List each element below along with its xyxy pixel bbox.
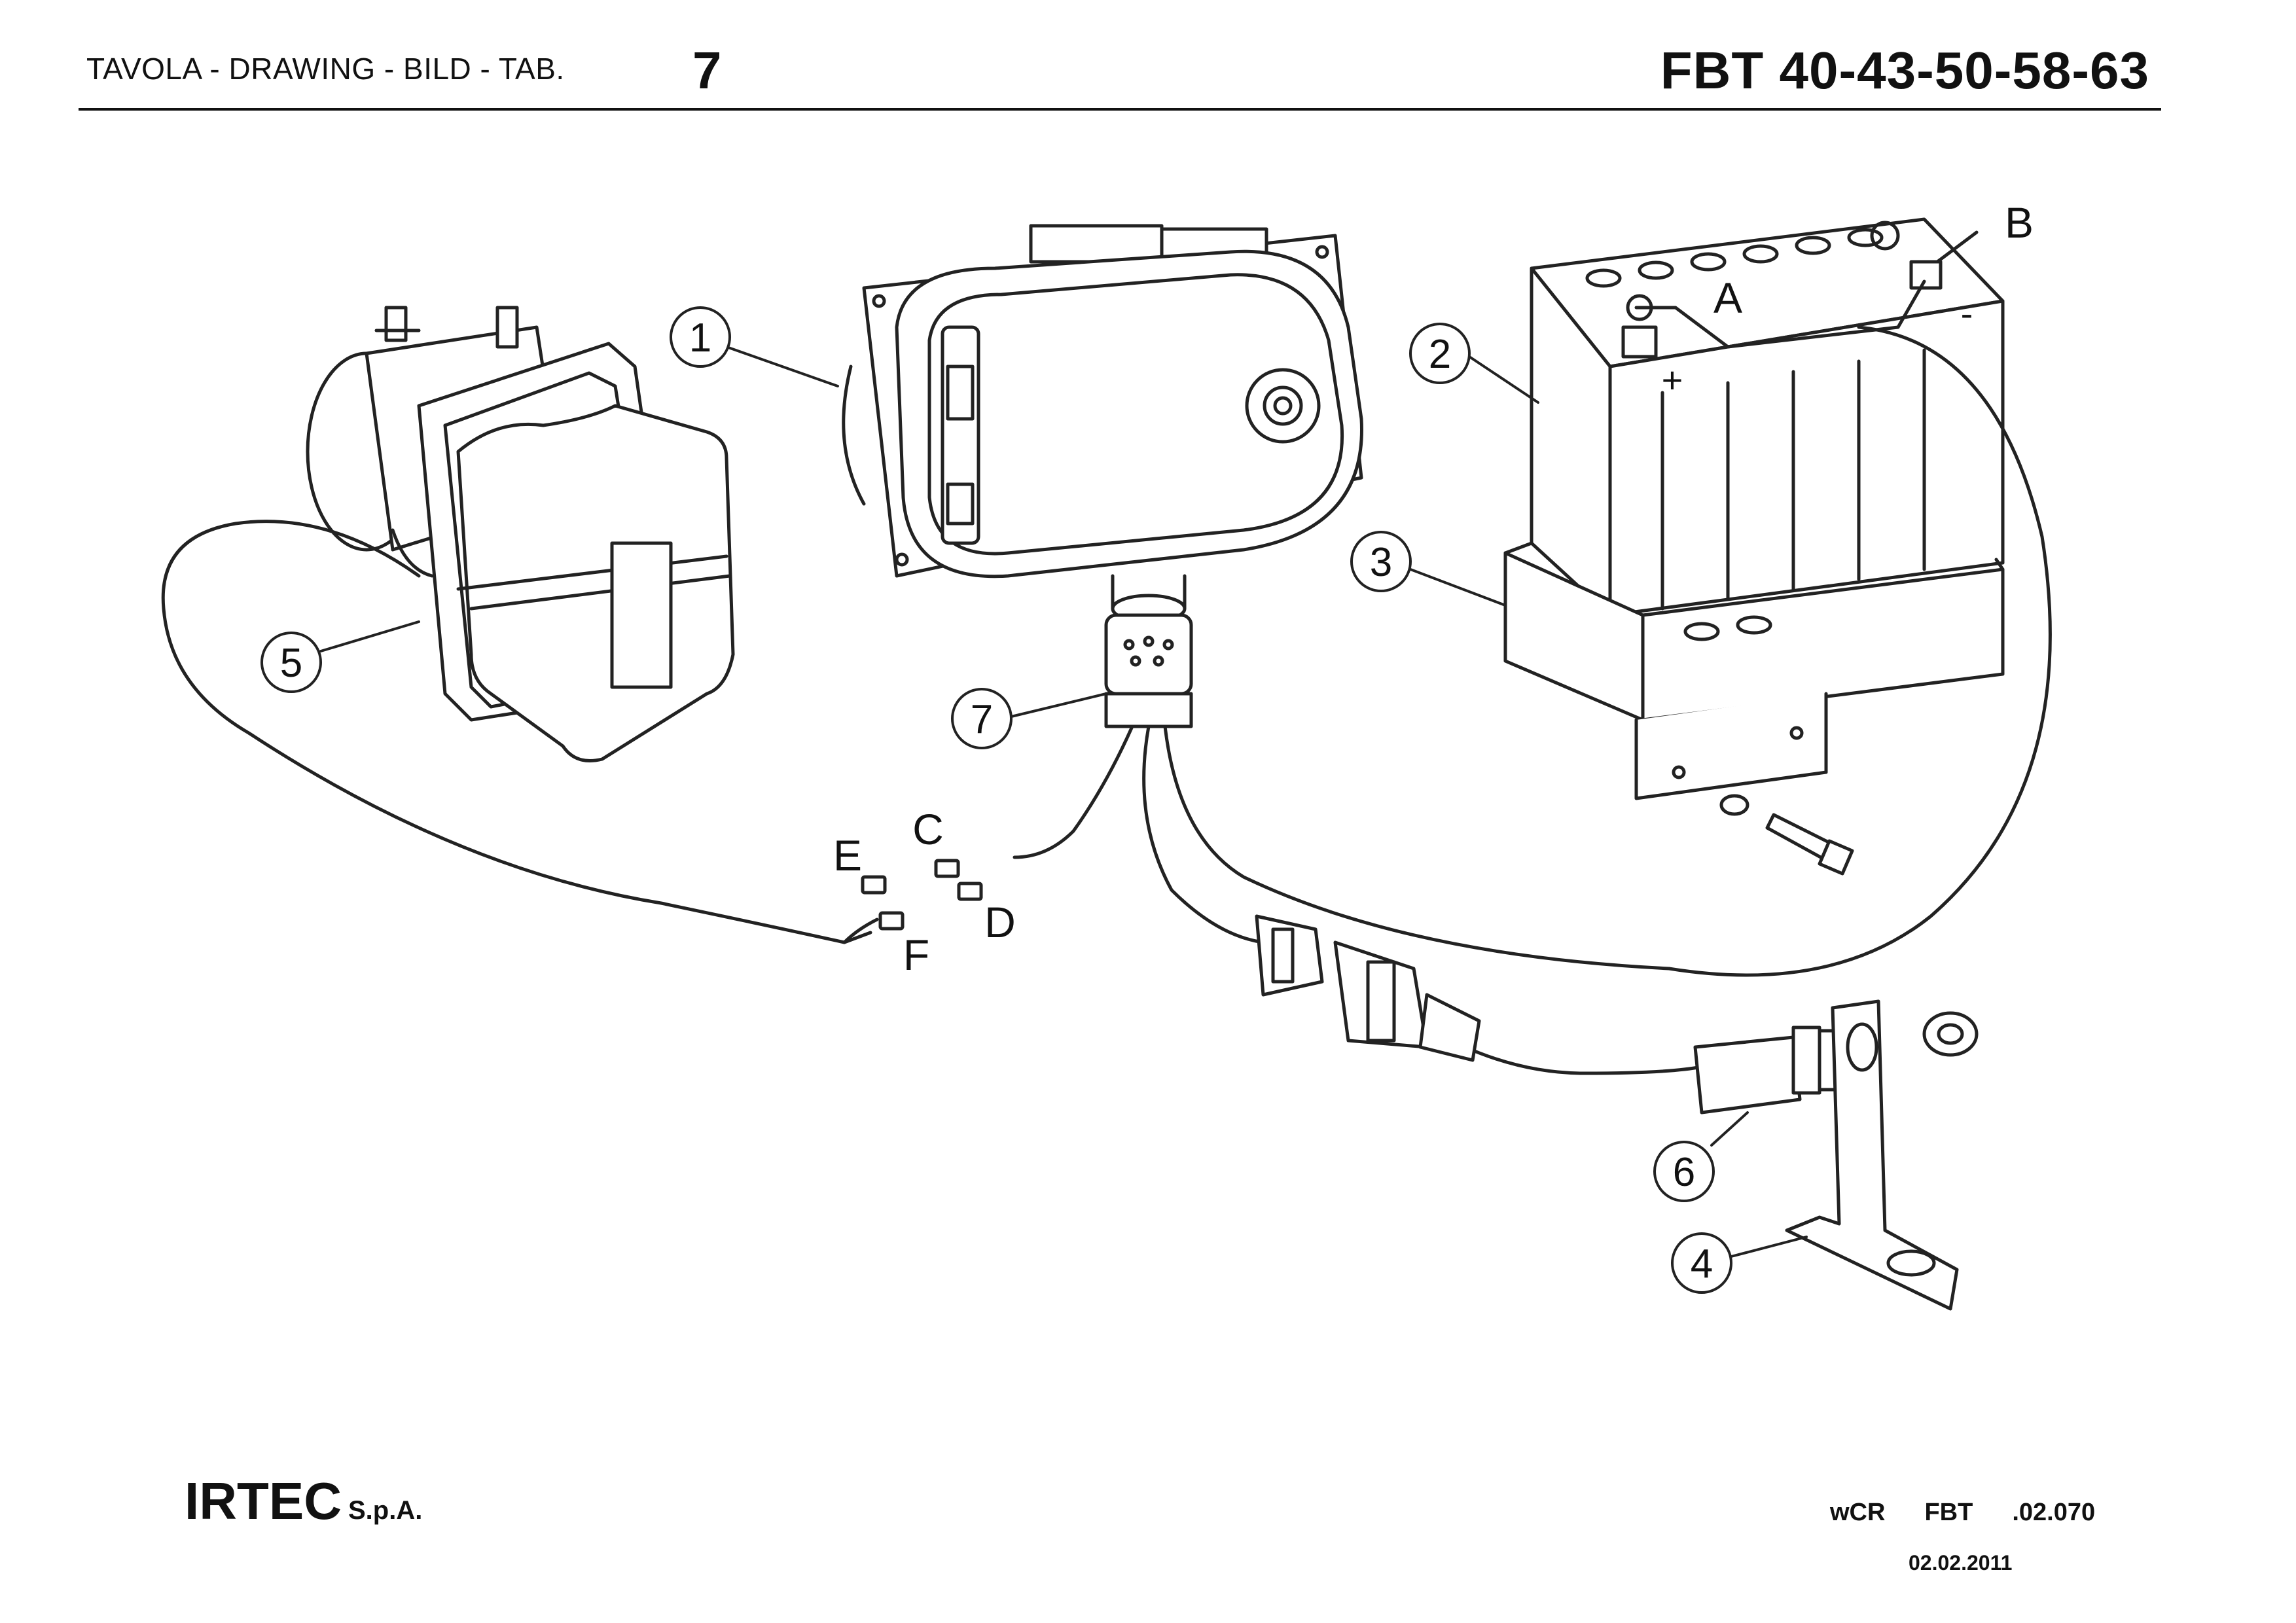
model-title: FBT 40-43-50-58-63 [1660, 41, 2149, 99]
motor-unit [306, 306, 735, 762]
terminal-letter-f: F [903, 931, 929, 979]
terminal-letter-e: E [833, 831, 862, 880]
company-name-text: IRTEC [185, 1472, 342, 1530]
central-connector [1104, 574, 1193, 728]
callout-1: 1 [689, 315, 711, 361]
table-number: 7 [692, 41, 722, 99]
callout-1-circle [670, 306, 731, 368]
drawing-code: wCR FBT .02.070 [1830, 1499, 2095, 1527]
battery-tray [1503, 541, 2005, 876]
drawing-date: 02.02.2011 [1909, 1551, 2013, 1575]
inline-connectors [1255, 914, 1481, 1062]
callouts [260, 306, 1808, 1294]
callout-6-circle [1653, 1141, 1715, 1202]
drawing-code-part-2: FBT [1924, 1499, 1973, 1526]
callout-7-circle [951, 688, 1013, 749]
terminal-letter-c: C [912, 805, 944, 853]
header-drawing-label: TAVOLA - DRAWING - BILD - TAB. [86, 52, 565, 86]
company-suffix: S.p.A. [348, 1496, 423, 1525]
header-rule [79, 108, 2161, 111]
battery-plus-mark: + [1662, 359, 1683, 401]
callout-3: 3 [1370, 540, 1392, 585]
callout-2-circle [1409, 323, 1471, 384]
callout-2: 2 [1429, 332, 1451, 377]
terminals [861, 859, 983, 931]
callout-3-circle [1350, 531, 1412, 592]
cable-harness [161, 520, 1704, 1075]
callout-5: 5 [280, 641, 302, 686]
proximity-sensor [1693, 1026, 1841, 1115]
terminal-letter-d: D [984, 898, 1016, 946]
drawing-code-part-1: wCR [1830, 1499, 1886, 1526]
battery [1530, 217, 2052, 977]
mounting-bracket [1785, 999, 1979, 1311]
terminal-letter-a: A [1713, 274, 1742, 322]
callout-4: 4 [1691, 1241, 1713, 1287]
callout-7: 7 [971, 697, 993, 742]
callout-6: 6 [1673, 1150, 1695, 1195]
drawing-code-part-3: .02.070 [2012, 1499, 2096, 1526]
callout-4-circle [1671, 1232, 1732, 1294]
control-box [842, 224, 1363, 579]
battery-minus-mark: - [1961, 293, 1973, 334]
terminal-letter-b: B [2005, 198, 2034, 247]
callout-5-circle [260, 632, 322, 693]
